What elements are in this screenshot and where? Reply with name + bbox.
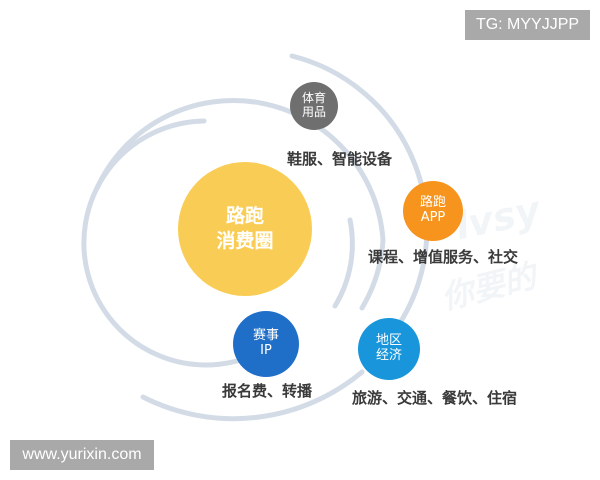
event-ip-label-line1: 赛事 [252,328,279,344]
running-app-label-line2: APP [420,210,446,225]
running-app-circle: 路跑 APP [403,181,463,241]
bottom-left-watermark-tag: www.yurixin.com [10,440,154,470]
sports-gear-circle: 体育 用品 [290,82,338,130]
running-app-caption: 课程、增值服务、社交 [368,248,519,266]
orbit-ring-inner-right [332,217,355,309]
regional-economy-caption: 旅游、交通、餐饮、住宿 [352,389,518,407]
event-ip-circle: 赛事 IP [233,311,299,377]
event-ip-caption: 报名费、转播 [222,382,313,400]
core-circle: 路跑 消费圈 [178,162,312,296]
core-label-line1: 路跑 [225,205,264,228]
core-label-line2: 消费圈 [216,230,274,252]
regional-economy-circle: 地区 经济 [358,318,420,380]
regional-economy-label-line1: 地区 [375,333,402,349]
sports-gear-caption: 鞋服、智能设备 [287,150,393,168]
orbit-ring-bottom [140,369,365,422]
running-app-label-line1: 路跑 [419,195,446,211]
regional-economy-label-line2: 经济 [375,348,402,363]
sports-gear-label-line1: 体育 [301,91,326,106]
orbit-ring-outer [289,53,430,329]
sports-gear-label-line2: 用品 [301,105,326,119]
orbit-ring-inner [81,118,271,368]
top-right-watermark-tag: TG: MYYJJPP [465,10,590,40]
event-ip-label-line2: IP [260,343,272,358]
